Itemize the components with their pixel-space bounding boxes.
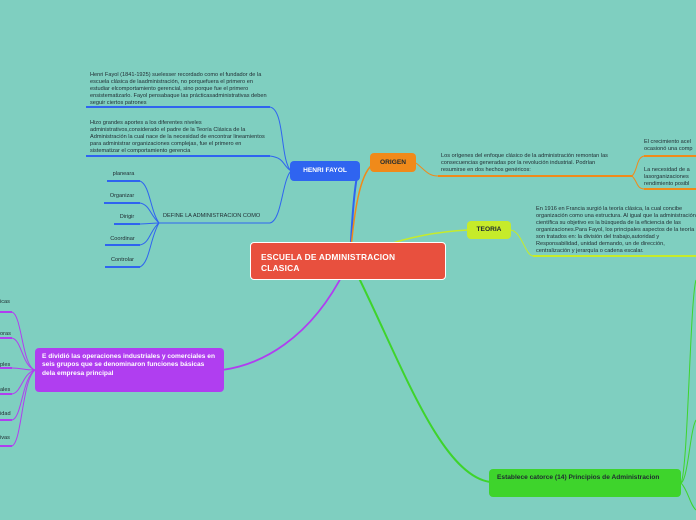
node-principios[interactable]: Establece catorce (14) Principios de Adm… (489, 469, 681, 497)
node-henri-fayol[interactable]: HENRI FAYOL (290, 161, 360, 181)
henri-text-1: Henri Fayol (1841-1925) suelesser record… (90, 72, 267, 106)
operacion-item: oras (0, 331, 11, 337)
origen-sub-2: La necesidad de a lasorganizaciones rend… (644, 167, 690, 187)
origen-sub-1: El crecimiento acel ocasionó una comp (644, 139, 693, 152)
node-teoria[interactable]: TEORIA (467, 221, 511, 239)
central-topic[interactable]: ESCUELA DE ADMINISTRACION CLASICA (250, 242, 446, 280)
function-organizar: Organizar (109, 193, 135, 199)
henri-text-2: Hizo grandes aportes a los diferentes ni… (90, 120, 265, 154)
node-origen[interactable]: ORIGEN (370, 153, 416, 172)
define-label: DEFINE LA ADMINISTRACION COMO (163, 213, 261, 219)
origen-text: Los orígenes del enfoque clásico de la a… (441, 153, 608, 173)
node-operaciones[interactable]: E dividió las operaciones industriales y… (35, 348, 224, 392)
teoria-text: En 1916 en Francia surgió la teoría clás… (536, 206, 696, 254)
function-controlar: Controlar (110, 257, 134, 263)
operacion-item: ples (0, 362, 11, 368)
operacion-item: icas (0, 299, 10, 305)
function-dirigir: Dirigir (119, 214, 135, 220)
operacion-item: ivas (0, 435, 10, 441)
function-planear: planeara (112, 171, 135, 177)
operacion-item: ales (0, 387, 11, 393)
function-coordinar: Coordinar (110, 236, 135, 242)
operacion-item: idad (0, 411, 11, 417)
